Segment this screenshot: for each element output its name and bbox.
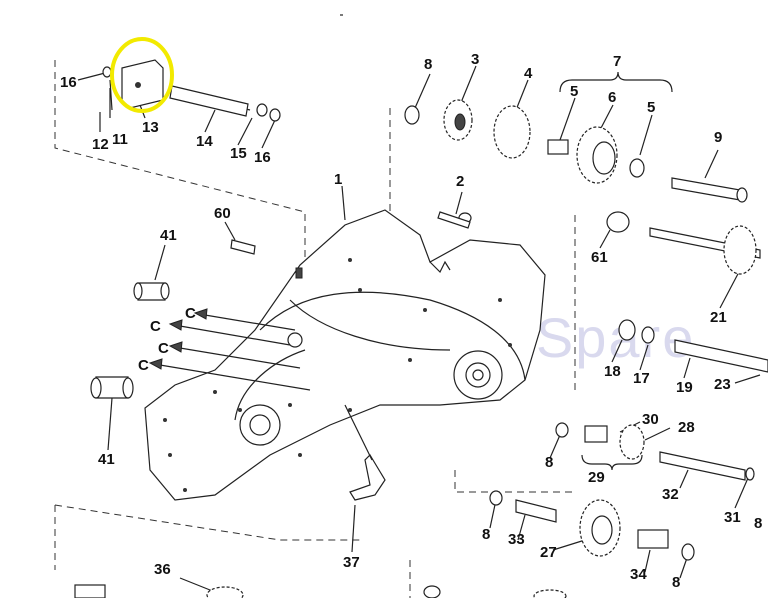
label-14: 14: [196, 133, 213, 150]
label-61: 61: [591, 249, 608, 266]
right-shafts: [230, 211, 768, 561]
label-37: 37: [343, 554, 360, 571]
label-1: 1: [334, 171, 343, 188]
label-4: 4: [524, 65, 533, 82]
label-34: 34: [630, 566, 647, 583]
label-c-3: C: [158, 340, 169, 357]
bottom-parts: [74, 584, 567, 598]
label-7: 7: [613, 53, 622, 70]
label-15: 15: [230, 145, 247, 162]
label-5b: 5: [647, 99, 656, 116]
tine-housing: [144, 209, 546, 501]
label-16b: 16: [254, 149, 271, 166]
label-41: 41: [160, 227, 177, 244]
upper-gears: [404, 99, 748, 203]
label-11: 11: [112, 131, 128, 148]
label-8b: 8: [545, 454, 554, 471]
bracket-assembly: [102, 59, 281, 122]
label-41b: 41: [98, 451, 115, 468]
bushings: [90, 282, 170, 399]
label-18: 18: [604, 363, 621, 380]
dashed-guides: [54, 60, 576, 598]
group-bracket-7: [559, 71, 673, 93]
label-36: 36: [154, 561, 171, 578]
label-21: 21: [710, 309, 727, 326]
label-16: 16: [60, 74, 77, 91]
label-33: 33: [508, 531, 525, 548]
label-c-1: C: [185, 305, 196, 322]
label-27: 27: [540, 544, 557, 561]
label-31: 31: [724, 509, 741, 526]
label-c-4: C: [138, 357, 149, 374]
label-8d: 8: [482, 526, 491, 543]
label-13: 13: [142, 119, 159, 136]
label-29: 29: [588, 469, 605, 486]
label-5: 5: [570, 83, 579, 100]
leader-lines: [77, 14, 761, 593]
label-6: 6: [608, 89, 617, 106]
label-2: 2: [456, 173, 465, 190]
label-17: 17: [633, 370, 650, 387]
label-3: 3: [471, 51, 480, 68]
label-30: 30: [642, 411, 659, 428]
highlight-circle: [110, 37, 174, 113]
lever: [349, 454, 386, 501]
label-60: 60: [214, 205, 231, 222]
label-c-2: C: [150, 318, 161, 335]
label-23: 23: [714, 376, 731, 393]
label-12: 12: [92, 136, 109, 153]
label-9: 9: [714, 129, 723, 146]
label-32: 32: [662, 486, 679, 503]
label-28: 28: [678, 419, 695, 436]
label-8e: 8: [672, 574, 681, 591]
c-arrows: [148, 308, 311, 391]
label-8: 8: [424, 56, 433, 73]
label-8c: 8: [754, 515, 763, 532]
group-bracket-29: [581, 454, 643, 471]
label-19: 19: [676, 379, 693, 396]
